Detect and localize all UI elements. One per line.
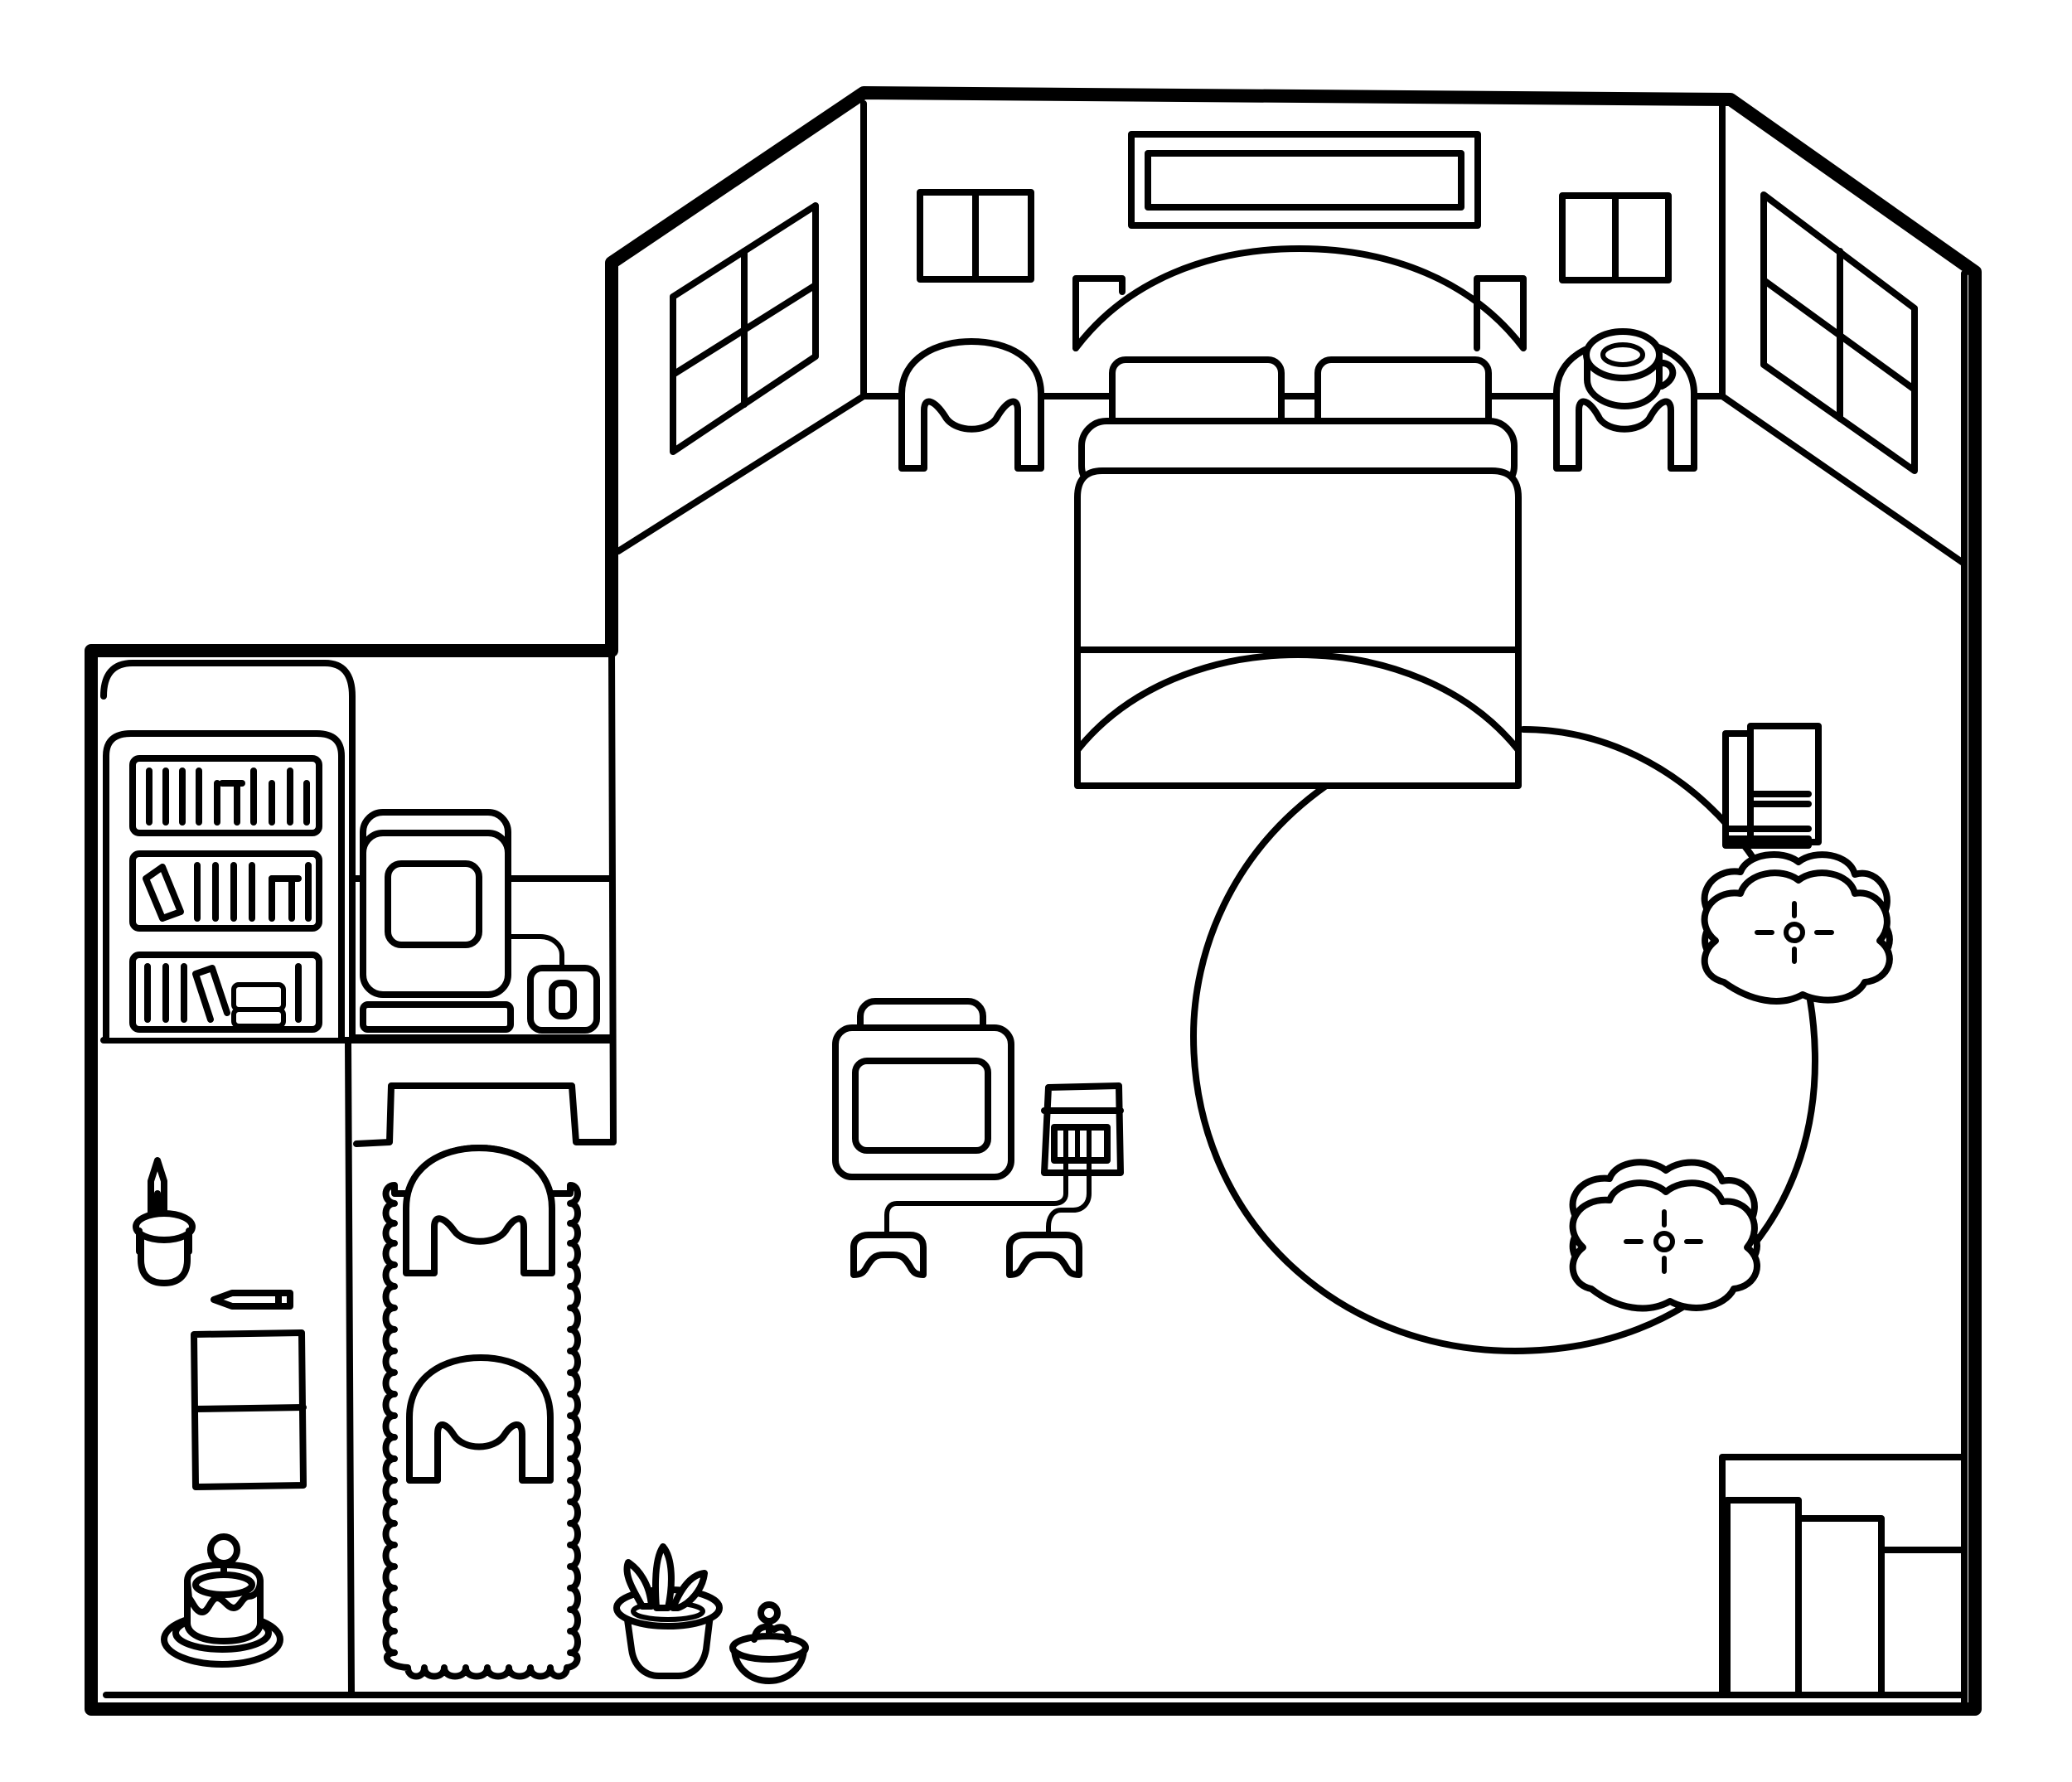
- game-controller-right: [1006, 1232, 1082, 1278]
- floor-cushion-1: [1701, 850, 1893, 1005]
- cake-icon: [161, 1533, 283, 1668]
- storage-boxes: [1719, 1454, 1968, 1698]
- rug-chair: [406, 1354, 554, 1484]
- bowl-plant-icon: [729, 1601, 809, 1684]
- game-controller-left: [850, 1232, 927, 1278]
- desk-chair-front: [403, 1145, 555, 1276]
- nightstand-stool-left: [898, 338, 1044, 472]
- back-wall-window-right: [1559, 192, 1672, 283]
- wall-art-frame: [1128, 131, 1481, 229]
- left-wall-window: [670, 202, 819, 455]
- game-console: [884, 1082, 1124, 1239]
- bookshelf: [103, 730, 345, 1041]
- pen-holder: [133, 1157, 196, 1286]
- book-stack: [1722, 723, 1822, 849]
- coffee-cup-icon: [1583, 328, 1677, 409]
- notepad: [191, 1329, 307, 1490]
- back-wall-window-left: [917, 189, 1034, 283]
- floor-cushion-2: [1569, 1159, 1760, 1312]
- pencil-icon: [211, 1290, 293, 1310]
- right-wall-window: [1760, 191, 1918, 474]
- tv-set: [832, 998, 1014, 1180]
- potted-plant-icon: [613, 1543, 723, 1679]
- computer-monitor: [360, 809, 514, 1033]
- computer-mouse: [506, 934, 600, 1034]
- bed: [1072, 245, 1527, 789]
